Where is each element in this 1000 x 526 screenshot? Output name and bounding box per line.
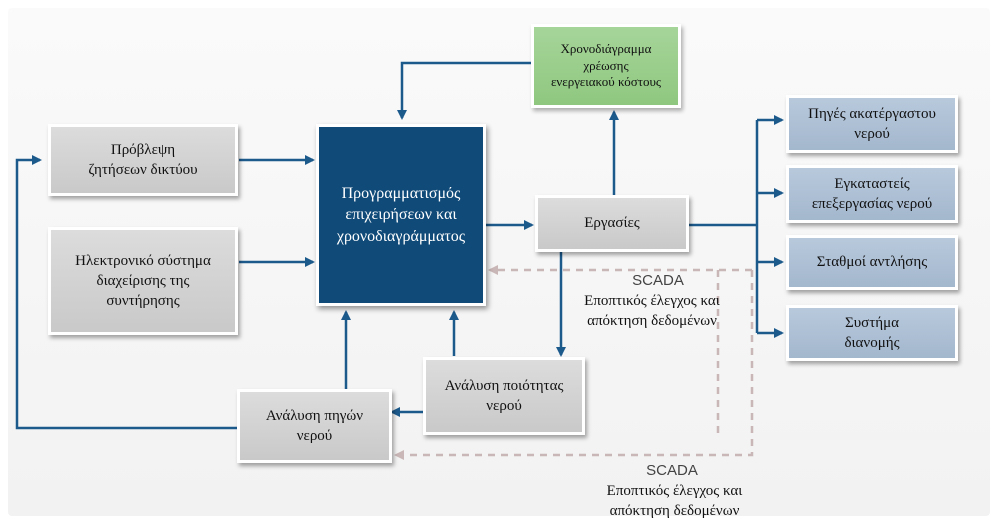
arrow-source-loop-to-forecast [15, 155, 237, 430]
distribution-system-box: Συστήμα διανομής [786, 305, 958, 361]
arrow-energy-to-planning [397, 61, 531, 120]
operations-box: Εργασίες [535, 195, 689, 252]
treatment-plants-box: Εγκαταστείς επεξεργασίας νερού [786, 165, 958, 223]
pumping-stations-box: Σταθμοί αντλήσης [786, 235, 958, 290]
planning-box: Προγραμματισμός επιχειρήσεων και χρονοδι… [316, 124, 486, 306]
dashed-line-outer [394, 270, 754, 460]
energy-schedule-box: Χρονοδιάγραμμα χρέωσης ενεργειακού κόστο… [531, 24, 681, 108]
raw-water-sources-box: Πηγές ακατέργαστου νερού [786, 95, 958, 153]
maintenance-system-box: Ηλεκτρονικό σύστημα διαχείρισης της συντ… [48, 227, 238, 335]
scada-description-top: Εποπτικός έλεγχος και απόκτηση δεδομένων [584, 293, 720, 329]
scada-dashed-loop [394, 265, 754, 460]
scada-description-bottom: Εποπτικός έλεγχος και απόκτηση δεδομένων [606, 483, 743, 519]
scada-label-bottom: SCADA [646, 462, 698, 479]
scada-label-top: SCADA [632, 272, 684, 289]
water-quality-analysis-box: Ανάλυση ποιότητας νερού [423, 357, 585, 435]
flow-arrows [15, 61, 784, 430]
source-analysis-box: Ανάλυση πηγών νερού [237, 389, 392, 463]
demand-forecast-box: Πρόβλεψη ζητήσεων δικτύου [48, 124, 238, 196]
